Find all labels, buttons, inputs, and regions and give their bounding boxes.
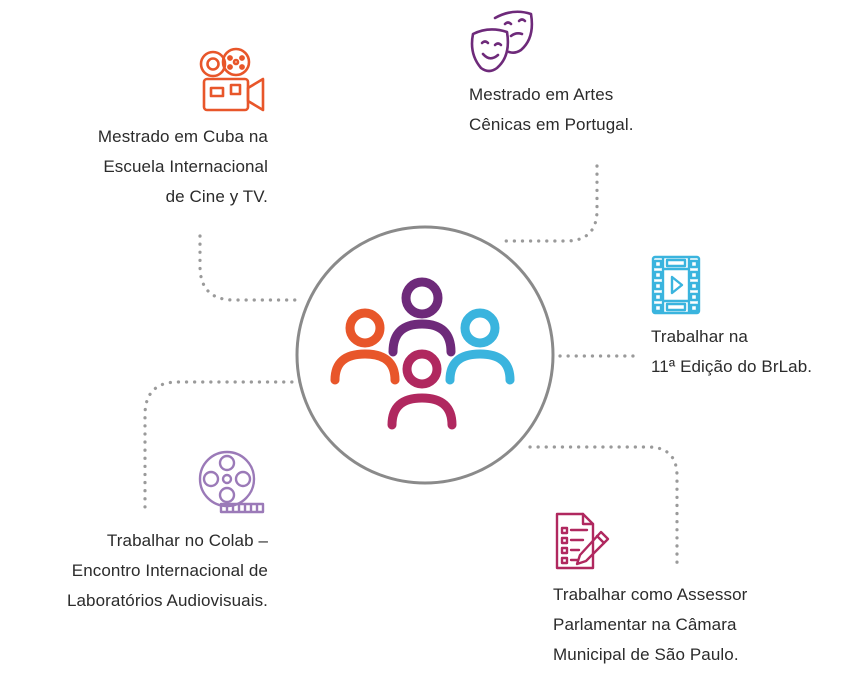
label-assessor-line-1: Trabalhar como Assessor: [553, 585, 748, 604]
label-assessor: Trabalhar como Assessor Parlamentar na C…: [553, 580, 849, 670]
label-colab-line-1: Trabalhar no Colab –: [106, 531, 268, 550]
connector-portugal: [498, 164, 599, 243]
label-brlab: Trabalhar na 11ª Edição do BrLab.: [651, 322, 851, 382]
label-brlab-line-2: 11ª Edição do BrLab.: [651, 357, 813, 376]
label-cuba-line-2: Escuela Internacional: [103, 157, 268, 176]
film-reel-icon: [197, 449, 267, 515]
label-portugal-line-2: Cênicas em Portugal.: [469, 115, 634, 134]
document-pencil-icon: [553, 508, 613, 572]
label-portugal: Mestrado em Artes Cênicas em Portugal.: [469, 80, 729, 140]
label-assessor-line-2: Parlamentar na Câmara: [553, 615, 737, 634]
label-colab: Trabalhar no Colab – Encontro Internacio…: [2, 526, 268, 616]
label-portugal-line-1: Mestrado em Artes: [469, 85, 614, 104]
film-camera-icon: [196, 46, 270, 114]
label-cuba-line-3: de Cine y TV.: [165, 187, 268, 206]
label-cuba: Mestrado em Cuba na Escuela Internaciona…: [40, 122, 268, 212]
label-colab-line-3: Laboratórios Audiovisuais.: [66, 591, 268, 610]
label-assessor-line-3: Municipal de São Paulo.: [553, 645, 739, 664]
connector-colab: [143, 380, 302, 510]
label-colab-line-2: Encontro Internacional de: [71, 561, 268, 580]
label-cuba-line-1: Mestrado em Cuba na: [97, 127, 268, 146]
film-strip-play-icon: [651, 255, 707, 315]
theater-masks-icon: [469, 8, 535, 76]
connector-cuba: [198, 234, 298, 302]
label-brlab-line-1: Trabalhar na: [651, 327, 748, 346]
people-group-icon: [325, 270, 525, 440]
